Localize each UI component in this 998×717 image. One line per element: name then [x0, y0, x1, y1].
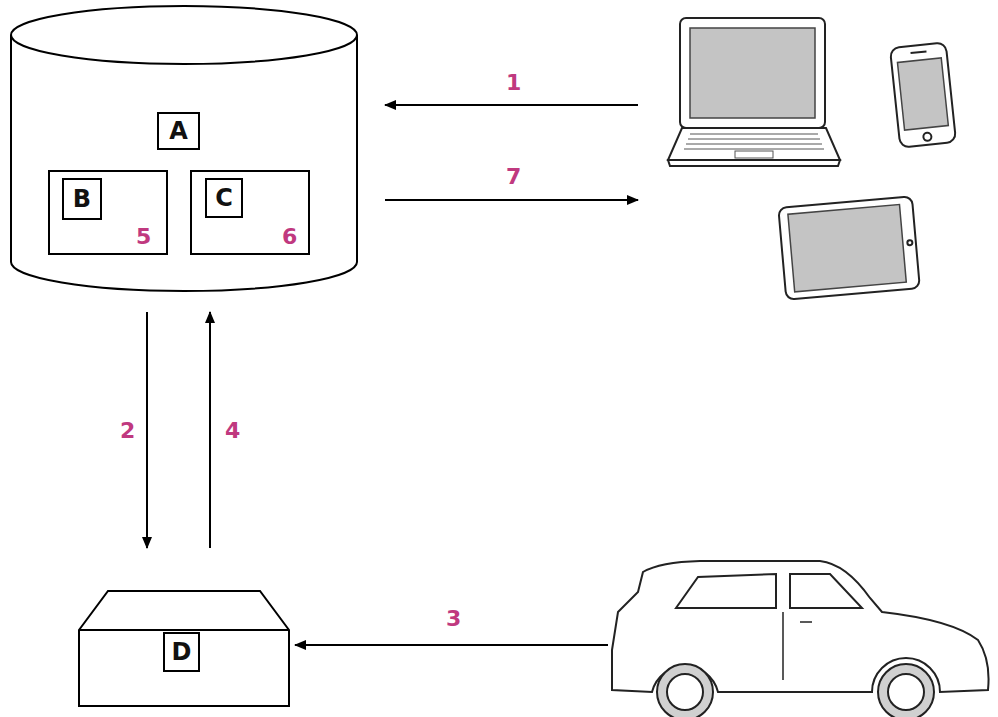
callout-number: 6 — [282, 226, 297, 248]
arrow-in — [385, 104, 638, 106]
arrow-car — [295, 644, 608, 646]
module-box: C6 — [190, 170, 310, 255]
arrow-out — [385, 199, 638, 201]
database-cylinder: AB5C6 — [10, 5, 358, 292]
callout-number: 1 — [506, 72, 521, 94]
device-box: D — [78, 590, 290, 707]
callout-number: 7 — [506, 166, 521, 188]
phone-icon — [890, 42, 956, 147]
letter-label: C — [205, 178, 243, 218]
flow-arrow — [146, 312, 148, 548]
module-box: B5 — [48, 170, 168, 255]
car-icon — [612, 561, 989, 717]
callout-number: 2 — [120, 420, 135, 442]
callout-number: 5 — [136, 226, 151, 248]
callout-number: 3 — [446, 608, 461, 630]
flow-arrow — [209, 312, 211, 548]
callout-number: 4 — [225, 420, 240, 442]
letter-label: A — [157, 112, 200, 150]
tablet-icon — [778, 196, 920, 299]
letter-label: D — [163, 632, 200, 672]
laptop-icon — [668, 18, 840, 166]
letter-label: B — [62, 178, 102, 220]
